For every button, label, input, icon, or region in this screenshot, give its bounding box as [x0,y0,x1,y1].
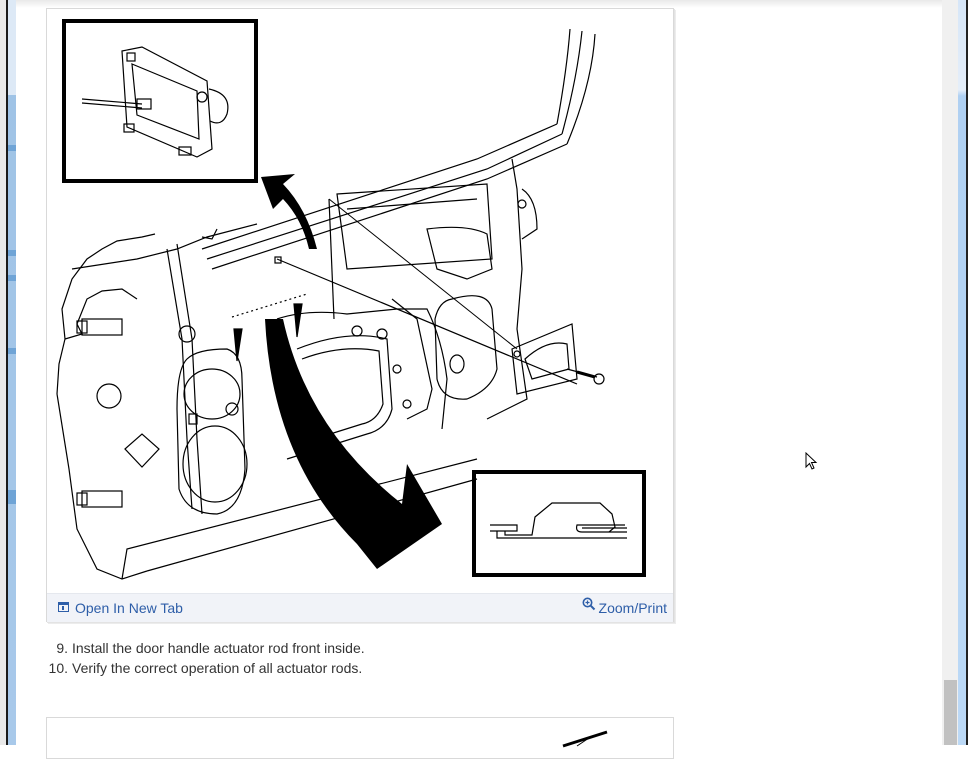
step-text: Install the door handle actuator rod fro… [72,640,365,656]
left-window-frame [0,0,16,745]
step-number: 10. [48,660,68,676]
mouse-cursor-icon [805,452,818,470]
background-window-strip [958,0,966,745]
next-figure-card [46,717,674,759]
step-text: Verify the correct operation of all actu… [72,660,363,676]
window-edge [966,0,968,745]
zoom-print-link[interactable]: Zoom/Print [582,597,673,616]
step-item: 10. Verify the correct operation of all … [46,658,365,678]
open-in-new-tab-label: Open In New Tab [75,600,183,616]
figure-card: Open In New Tab Zoom/Print [46,8,674,622]
step-item: 9. Install the door handle actuator rod … [46,638,365,658]
right-window-frame [942,0,968,745]
vertical-scrollbar[interactable] [942,0,958,745]
scrollbar-thumb[interactable] [944,680,957,745]
magnifier-plus-icon [582,597,595,611]
open-in-new-tab-icon [58,602,69,612]
figure-caption-bar: Open In New Tab Zoom/Print [47,593,673,622]
door-handle-diagram [47,9,673,592]
open-in-new-tab-link[interactable]: Open In New Tab [47,600,183,616]
zoom-print-label: Zoom/Print [598,600,667,616]
background-window-strip [8,0,16,745]
step-number: 9. [56,640,68,656]
procedure-steps: 9. Install the door handle actuator rod … [46,638,365,678]
page-content: Open In New Tab Zoom/Print 9. Install th… [16,0,942,759]
top-shadow [16,0,942,8]
next-diagram-preview [562,730,608,748]
